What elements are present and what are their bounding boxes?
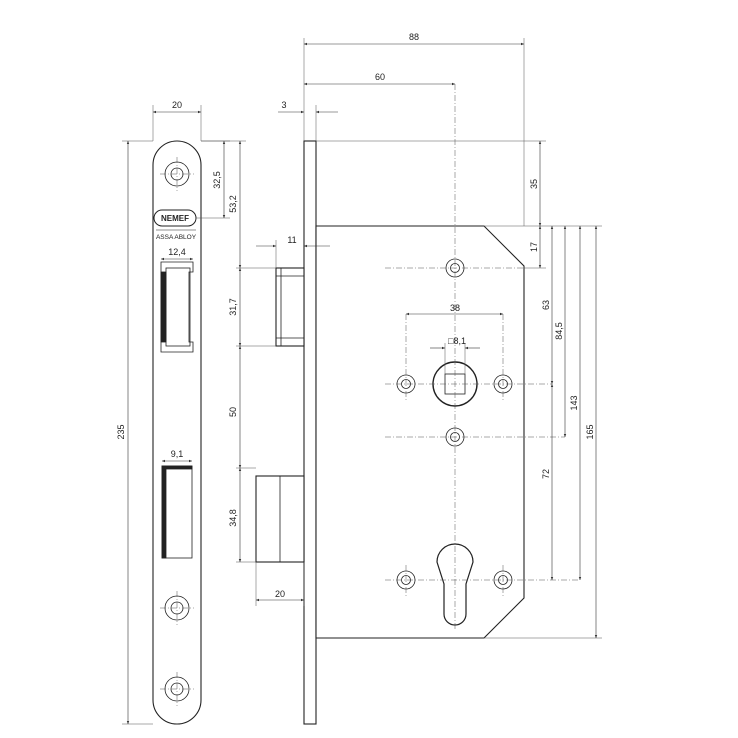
dim-spindle-size: □8,1 — [430, 336, 480, 374]
dim-latch-projection: 11 — [256, 235, 330, 268]
dim-bolt-width-label: 9,1 — [171, 449, 184, 459]
dim-to-lower-hole: 84,5 — [554, 226, 567, 437]
dim-spindle-size-label: □8,1 — [448, 336, 466, 346]
dim-spindle-to-cylinder-label: 72 — [541, 469, 551, 479]
dim-bolt-height: 34,8 — [228, 468, 256, 563]
dim-to-cylinder: 143 — [569, 226, 582, 580]
dim-latch-height: 31,7 — [228, 267, 276, 347]
dim-hole-spacing-label: 38 — [450, 303, 460, 313]
dim-faceplate-width: 20 — [152, 100, 202, 141]
brand-logo-text: NEMEF — [161, 214, 189, 223]
bottom-screw-hole — [160, 672, 194, 706]
dim-faceplate-thickness-label: 3 — [281, 100, 286, 110]
faceplate-front-view: NEMEF ASSA ABLOY — [152, 140, 202, 725]
dim-to-spindle: 63 — [541, 226, 554, 384]
dim-top-to-first-hole: 35 — [316, 140, 546, 226]
dim-bolt-width: 9,1 — [162, 449, 192, 463]
brand-sub-text: ASSA ABLOY — [156, 234, 197, 241]
dim-latch-to-bolt: 50 — [228, 346, 256, 469]
dim-latch-width: 12,4 — [161, 247, 193, 261]
dead-bolt — [255, 475, 305, 563]
dim-backset-label: 60 — [375, 72, 385, 82]
dim-faceplate-width-label: 20 — [172, 100, 182, 110]
dim-bolt-projection-label: 20 — [275, 589, 285, 599]
dim-case-height-label: 165 — [585, 424, 595, 439]
dim-to-lower-hole-label: 84,5 — [554, 322, 564, 340]
dim-latch-height-label: 31,7 — [228, 298, 238, 316]
dim-to-cylinder-label: 143 — [569, 395, 579, 410]
dim-case-height: 165 — [484, 226, 602, 639]
brand-logo: NEMEF ASSA ABLOY — [153, 209, 197, 241]
dim-backset: 60 — [304, 72, 455, 86]
bolt-window — [161, 465, 193, 559]
dim-bolt-projection: 20 — [255, 562, 305, 606]
middle-screw-hole — [160, 591, 194, 625]
dim-faceplate-height: 235 — [116, 140, 153, 725]
dim-hole-spacing: 38 — [406, 303, 503, 316]
dim-chamfer: 17 — [484, 225, 602, 269]
dim-latch-to-bolt-label: 50 — [228, 407, 238, 417]
dim-overall-depth-label: 88 — [409, 32, 419, 42]
dim-latch-projection-label: 11 — [287, 235, 296, 245]
dim-bolt-height-label: 34,8 — [228, 509, 238, 527]
latch-window — [160, 261, 194, 353]
latch-bolt — [275, 267, 305, 347]
dim-faceplate-thickness: 3 — [278, 100, 338, 141]
dim-to-spindle-label: 63 — [541, 300, 551, 310]
dim-top-to-latch-label: 53,2 — [228, 195, 238, 213]
dim-chamfer-label: 17 — [529, 242, 539, 252]
dim-latch-width-label: 12,4 — [168, 247, 186, 257]
lock-body-side-view — [255, 84, 580, 725]
top-screw-hole — [160, 157, 194, 191]
dim-top-to-logo-label: 32,5 — [212, 171, 222, 189]
dim-spindle-to-cylinder: 72 — [541, 384, 554, 580]
dim-top-to-first-hole-label: 35 — [529, 179, 539, 189]
dim-top-to-latch: 53,2 — [201, 140, 246, 268]
dim-overall-depth: 88 — [303, 32, 525, 226]
dim-faceplate-height-label: 235 — [116, 424, 126, 439]
